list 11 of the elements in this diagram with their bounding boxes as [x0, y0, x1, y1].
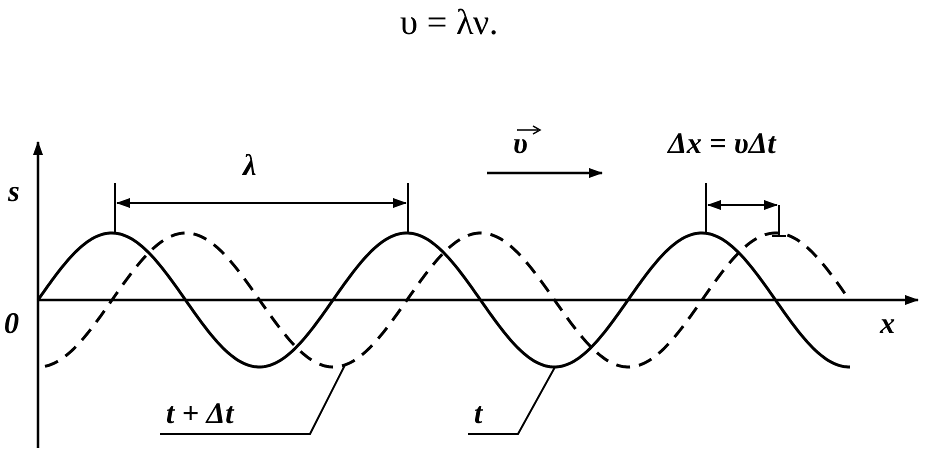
dimension-label: λ: [243, 150, 256, 182]
leader-line: [160, 364, 346, 435]
curve-label: t: [474, 398, 482, 430]
dimension-label: Δx = υΔt: [668, 128, 776, 160]
velocity-label: υ: [513, 128, 528, 160]
curve-label: t + Δt: [166, 398, 234, 430]
axis-label: x: [880, 308, 895, 340]
axis-label: s: [8, 176, 20, 208]
origin-label: 0: [4, 308, 19, 340]
leader-line: [468, 366, 556, 435]
formula: υ = λν.: [400, 2, 498, 42]
